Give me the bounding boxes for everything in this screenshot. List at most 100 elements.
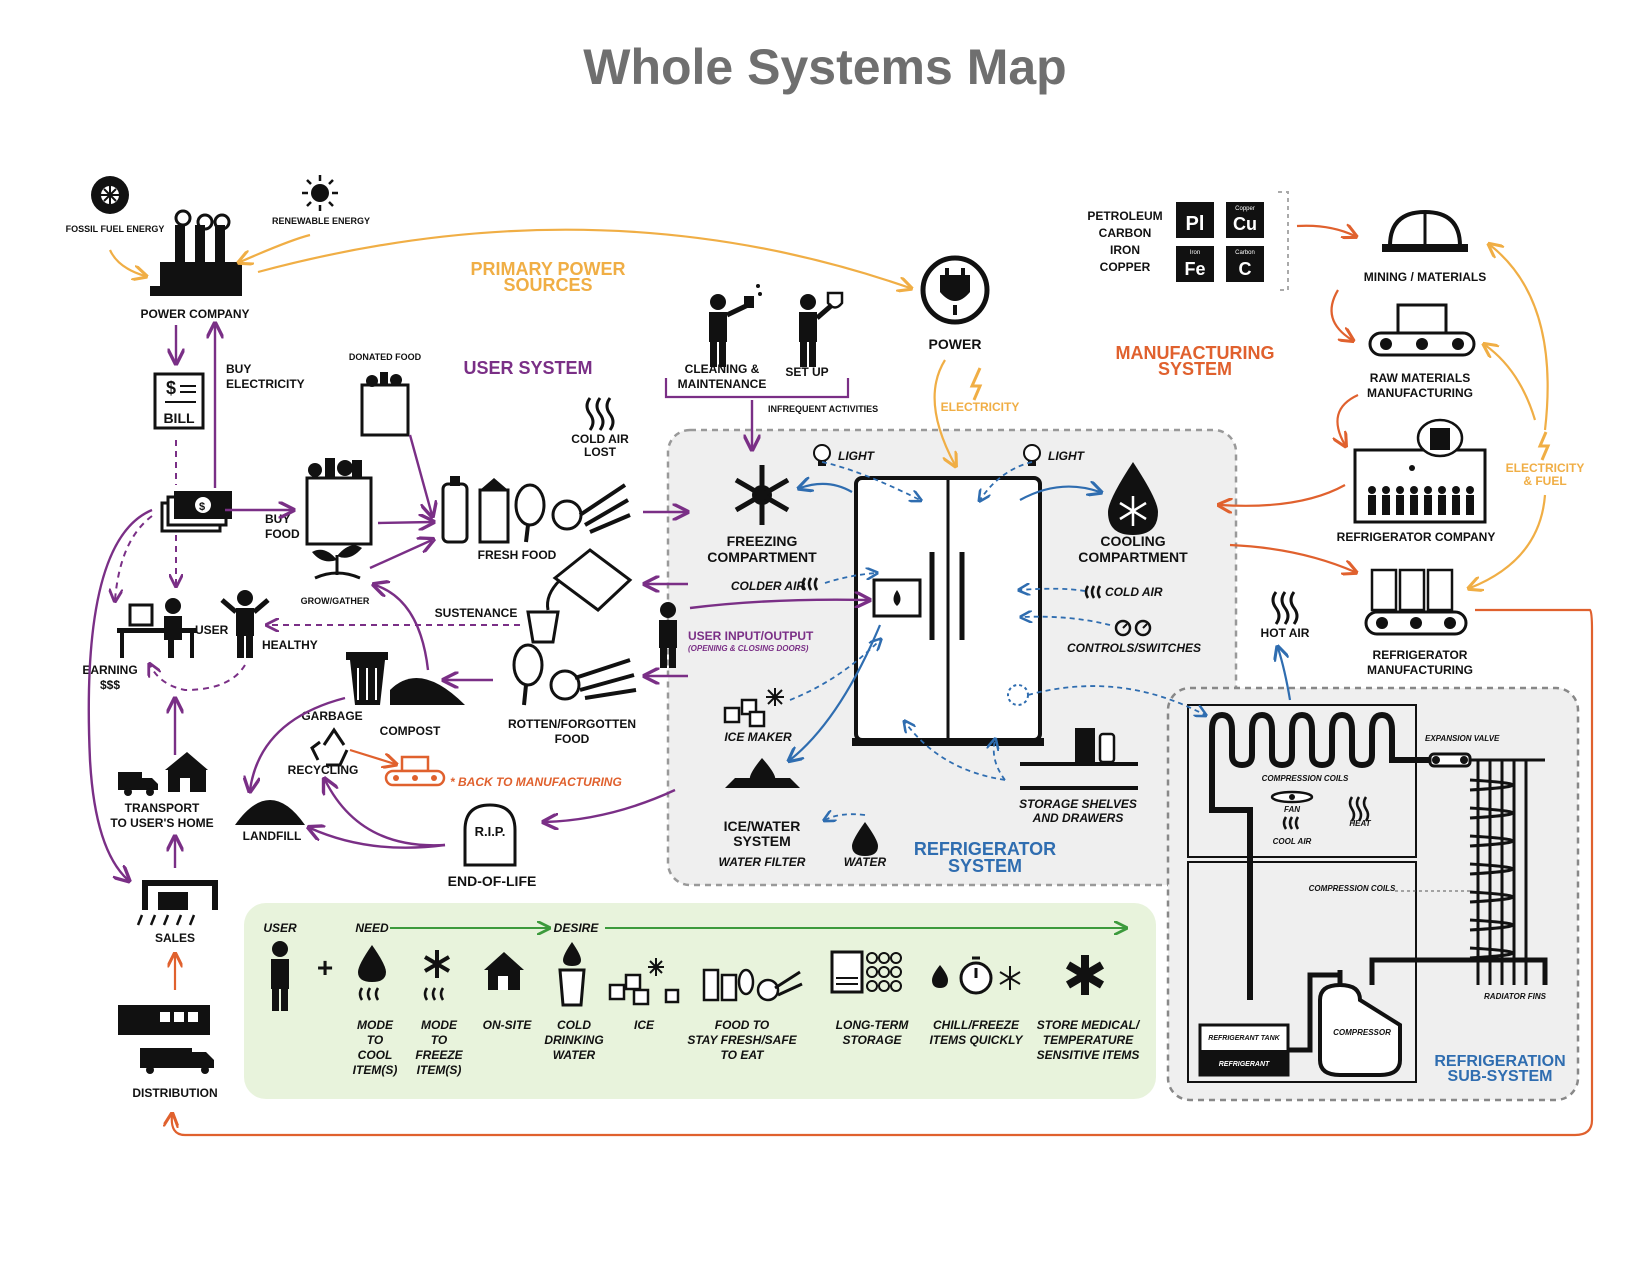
- cool-mode-icon: [358, 945, 386, 1001]
- svg-text:$: $: [166, 378, 176, 398]
- distribution-icon: [118, 1005, 214, 1074]
- compression-coils-top-label: COMPRESSION COILS: [1262, 774, 1349, 783]
- cold-air-label: COLD AIR: [1105, 585, 1163, 599]
- compression-coils-top: [1209, 711, 1430, 770]
- hot-air-icon: [1271, 591, 1299, 625]
- compression-coils-label: COMPRESSION COILS: [1309, 884, 1396, 893]
- electricity-label: ELECTRICITY: [941, 400, 1020, 414]
- house-icon: [484, 952, 524, 990]
- grocery-bag-icon: [305, 458, 373, 546]
- sales-store-icon: [136, 880, 218, 926]
- svg-text:Cu: Cu: [1233, 214, 1257, 234]
- water-label: WATER: [844, 855, 887, 869]
- donated-food-bag-icon: [360, 372, 410, 437]
- element-tile-cu: Copper Cu: [1226, 202, 1264, 238]
- recycling-icon: [310, 727, 349, 767]
- svg-text:C: C: [1239, 259, 1252, 279]
- truck-house-icon: [118, 752, 208, 796]
- heat-label: HEAT: [1349, 819, 1371, 828]
- cool-air-icon: [1282, 816, 1300, 830]
- hot-air-label: HOT AIR: [1261, 626, 1310, 640]
- refrigerator-company-icon: [1353, 418, 1487, 524]
- drinking-water-icon: [558, 942, 586, 1007]
- hard-hat-icon: [1382, 209, 1468, 252]
- sun-icon: [302, 175, 338, 211]
- mining-label: MINING / MATERIALS: [1364, 270, 1486, 284]
- svg-text:Carbon: Carbon: [1235, 250, 1255, 256]
- recycling-label: RECYCLING: [288, 763, 359, 777]
- svg-text:Pl: Pl: [1186, 213, 1205, 235]
- tombstone-icon: [463, 803, 517, 867]
- back-to-mfg-label: * BACK TO MANUFACTURING: [450, 775, 622, 789]
- light-bulb-icon-left: [813, 444, 831, 466]
- need-label: NEED: [355, 921, 389, 935]
- user-label: USER: [195, 623, 229, 637]
- raw-materials-conveyor-icon: [1368, 303, 1476, 357]
- cleaning-label: CLEANING &MAINTENANCE: [678, 362, 767, 391]
- ice-maker-icon: [723, 688, 784, 728]
- ice-maker-label: ICE MAKER: [724, 730, 792, 744]
- element-tile-fe: Iron Fe: [1176, 246, 1214, 282]
- user-io-person-icon: [659, 602, 677, 668]
- fan-icon: [1270, 790, 1314, 804]
- long-term-storage-icon: [830, 950, 902, 994]
- setup-person-icon: [799, 291, 844, 367]
- renewable-label: RENEWABLE ENERGY: [272, 216, 370, 226]
- colder-air-label: COLDER AIR: [731, 579, 806, 593]
- cold-air-icon: [1084, 585, 1102, 599]
- radiator-fins-label: RADIATOR FINS: [1484, 992, 1547, 1001]
- desire-item-2: ICE: [634, 1018, 655, 1032]
- element-tile-c: Carbon C: [1226, 246, 1264, 282]
- fresh-food-need-icon: [702, 968, 803, 1002]
- radiator-fins-icon: [1469, 758, 1545, 985]
- controls-icon: [1114, 619, 1152, 637]
- material-iron: IRON: [1110, 243, 1140, 257]
- healthy-person-icon: [220, 590, 270, 658]
- garbage-label: GARBAGE: [301, 709, 362, 723]
- material-copper: COPPER: [1100, 260, 1151, 274]
- stopwatch-icon: [932, 956, 1021, 995]
- distribution-label: DISTRIBUTION: [132, 1086, 217, 1100]
- freeze-mode-icon: [423, 950, 451, 1001]
- svg-text:Copper: Copper: [1235, 206, 1255, 212]
- compost-label: COMPOST: [380, 724, 441, 738]
- conveyor-icon: [384, 755, 446, 787]
- fan-label: FAN: [1284, 805, 1300, 814]
- needs-desires-panel: [244, 903, 1156, 1099]
- grow-gather-label: GROW/GATHER: [301, 596, 370, 606]
- end-of-life-label: END-OF-LIFE: [448, 873, 537, 889]
- bill-label: BILL: [163, 410, 195, 426]
- heat-icon: [1348, 796, 1370, 822]
- element-tile-pl: Pl: [1176, 202, 1214, 238]
- compressor-icon: [1318, 970, 1402, 1077]
- plus-icon: +: [317, 952, 333, 983]
- page-title: Whole Systems Map: [583, 39, 1066, 95]
- power-company-icon: [150, 209, 242, 296]
- landfill-icon: [235, 800, 305, 825]
- refrigerator-company-label: REFRIGERATOR COMPANY: [1337, 530, 1496, 544]
- lightning-icon-mfg: [1537, 431, 1551, 461]
- cleaning-person-icon: [709, 284, 762, 367]
- svg-text:Iron: Iron: [1190, 250, 1200, 256]
- cold-air-lost-icon: [585, 397, 615, 431]
- sustenance-label: SUSTENANCE: [435, 606, 518, 620]
- colder-air-icon: [801, 577, 819, 591]
- user-io-sub-label: (OPENING & CLOSING DOORS): [688, 644, 809, 653]
